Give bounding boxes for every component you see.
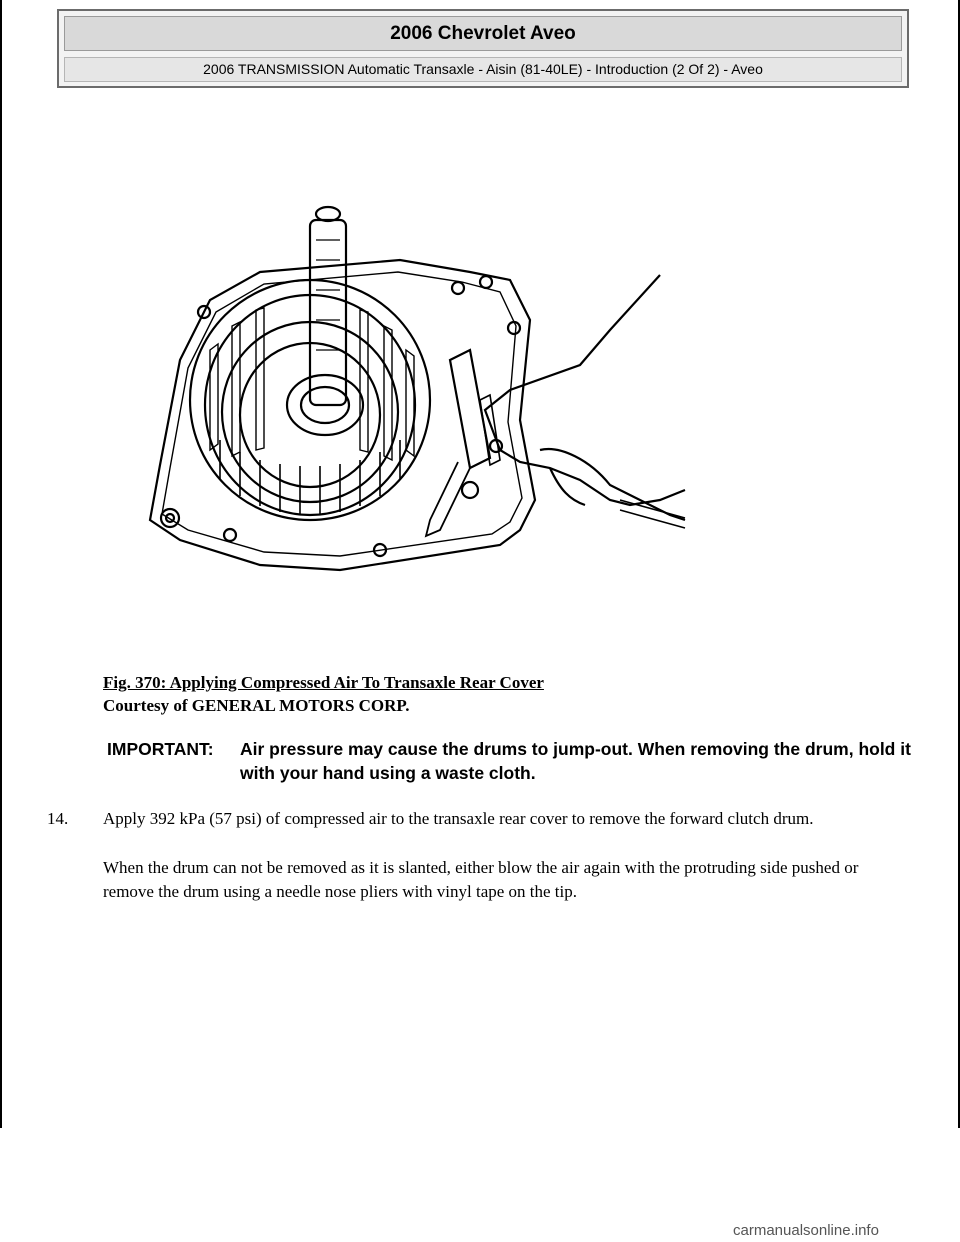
step-number: 14. — [47, 809, 69, 828]
transaxle-illustration — [148, 205, 686, 572]
site-watermark: carmanualsonline.info — [733, 1222, 879, 1239]
step-note: When the drum can not be removed as it i… — [103, 858, 859, 901]
document-title: 2006 Chevrolet Aveo — [64, 16, 902, 51]
document-header: 2006 Chevrolet Aveo 2006 TRANSMISSION Au… — [57, 9, 909, 88]
important-label: IMPORTANT: — [107, 739, 214, 759]
important-text: Air pressure may cause the drums to jump… — [240, 739, 911, 783]
document-subtitle: 2006 TRANSMISSION Automatic Transaxle - … — [64, 57, 902, 82]
figure-caption: Fig. 370: Applying Compressed Air To Tra… — [103, 673, 544, 692]
page-border-right — [958, 0, 960, 1128]
step-text: Apply 392 kPa (57 psi) of compressed air… — [103, 809, 814, 828]
figure-credit: Courtesy of GENERAL MOTORS CORP. — [103, 696, 410, 715]
page-border-left — [0, 0, 2, 1128]
